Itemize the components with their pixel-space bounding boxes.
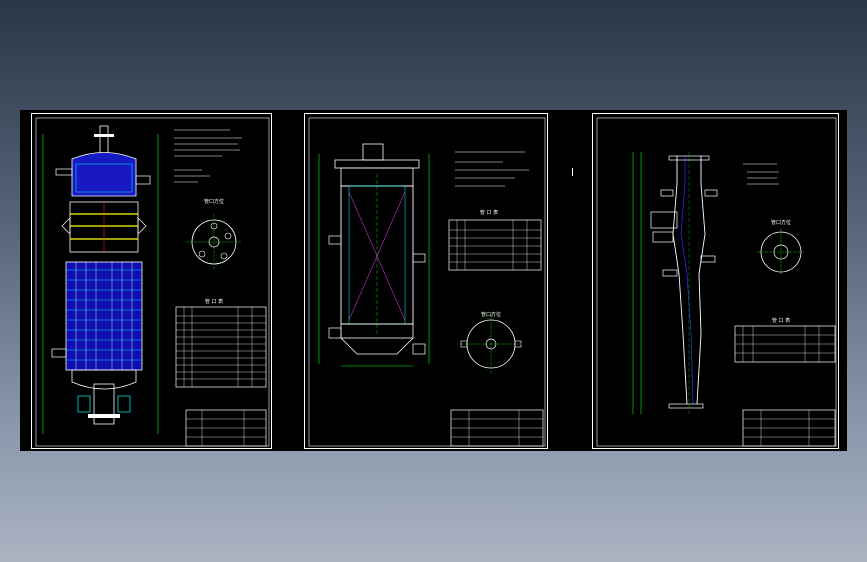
nozzle-view-title-right: 管口方位 (771, 219, 791, 226)
nozzle-table-title-left: 管 口 表 (205, 298, 223, 305)
sheet-middle-drawing: 管 口 表 管口方位 (308, 117, 546, 447)
drawing-canvas[interactable]: 管口方位 管 口 表 (20, 110, 847, 451)
sheet-right[interactable]: 管口方位 管 口 表 (592, 113, 839, 449)
sheet-left[interactable]: 管口方位 管 口 表 (31, 113, 272, 449)
nozzle-table-title-middle: 管 口 表 (480, 209, 498, 216)
nozzle-view-title-left: 管口方位 (204, 198, 224, 205)
nozzle-table-title-right: 管 口 表 (772, 317, 790, 324)
sheet-middle[interactable]: 管 口 表 管口方位 (304, 113, 548, 449)
sheet-separator-mark (572, 168, 573, 176)
sheet-left-drawing: 管口方位 管 口 表 (35, 117, 270, 447)
sheet-right-drawing: 管口方位 管 口 表 (596, 117, 837, 447)
